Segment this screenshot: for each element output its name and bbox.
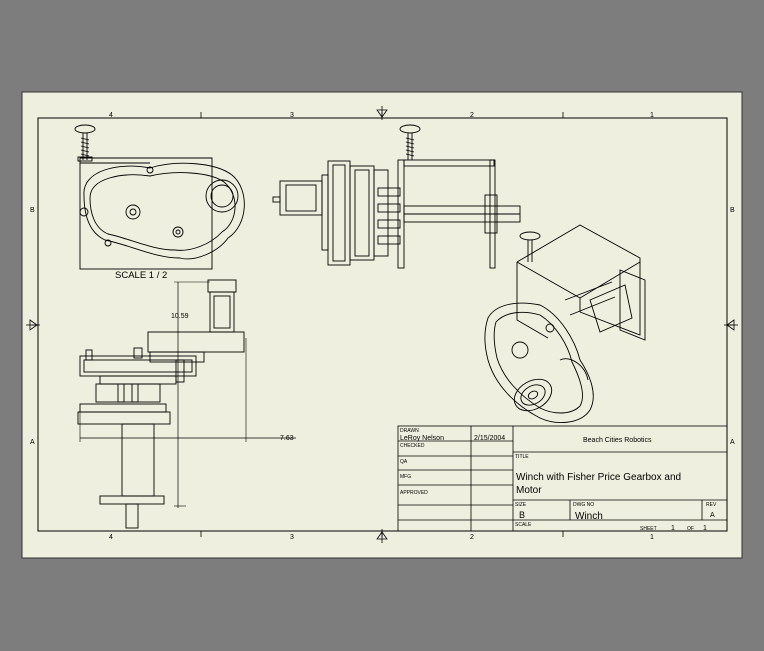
paper — [21, 91, 743, 559]
zone-left-a: A — [30, 439, 35, 446]
bottom-view — [77, 279, 296, 529]
rev-value: A — [710, 512, 715, 519]
drawing-border — [37, 117, 728, 532]
title-block-text: DRAWN LeRoy Nelson 2/15/2004 CHECKED QA … — [400, 428, 717, 532]
approved-label: APPROVED — [400, 490, 428, 496]
company-name: Beach Cities Robotics — [583, 437, 652, 444]
drawn-name: LeRoy Nelson — [400, 435, 444, 442]
zone-bottom-1: 1 — [650, 534, 654, 541]
zone-bottom-4: 4 — [109, 534, 113, 541]
front-view — [74, 124, 245, 270]
zone-bottom-3: 3 — [290, 534, 294, 541]
size-value: B — [519, 510, 525, 520]
zone-left-b: B — [30, 207, 35, 214]
of-value: 1 — [703, 525, 707, 532]
zone-top-4: 4 — [109, 112, 113, 119]
zone-bottom-2: 2 — [470, 534, 474, 541]
scale-field-label: SCALE — [515, 522, 532, 528]
qa-label: QA — [400, 459, 408, 465]
title-block — [397, 425, 728, 532]
drawn-label: DRAWN — [400, 428, 419, 434]
zone-right-b: B — [730, 207, 735, 214]
dwg-no-label: DWG NO — [573, 502, 594, 508]
sheet-label: SHEET — [640, 526, 657, 532]
drawing-title-line2: Motor — [516, 485, 542, 496]
scale-label: SCALE 1 / 2 — [115, 270, 167, 281]
checked-label: CHECKED — [400, 443, 425, 449]
rev-label: REV — [706, 502, 717, 508]
title-label: TITLE — [515, 454, 529, 460]
mfg-label: MFG — [400, 474, 411, 480]
drawing-title-line1: Winch with Fisher Price Gearbox and — [516, 472, 681, 483]
isometric-view — [484, 224, 646, 423]
dimension-vertical: 10.59 — [171, 313, 189, 320]
drawn-date: 2/15/2004 — [474, 435, 505, 442]
zone-right-a: A — [730, 439, 735, 446]
sheet-value: 1 — [671, 525, 675, 532]
of-label: OF — [687, 526, 694, 532]
zone-top-3: 3 — [290, 112, 294, 119]
centering-marks — [26, 106, 738, 543]
size-label: SIZE — [515, 502, 527, 508]
zone-top-1: 1 — [650, 112, 654, 119]
dwg-no-value: Winch — [575, 511, 603, 522]
side-view — [272, 124, 521, 269]
zone-top-2: 2 — [470, 112, 474, 119]
dimension-horizontal: 7.63 — [280, 435, 294, 442]
